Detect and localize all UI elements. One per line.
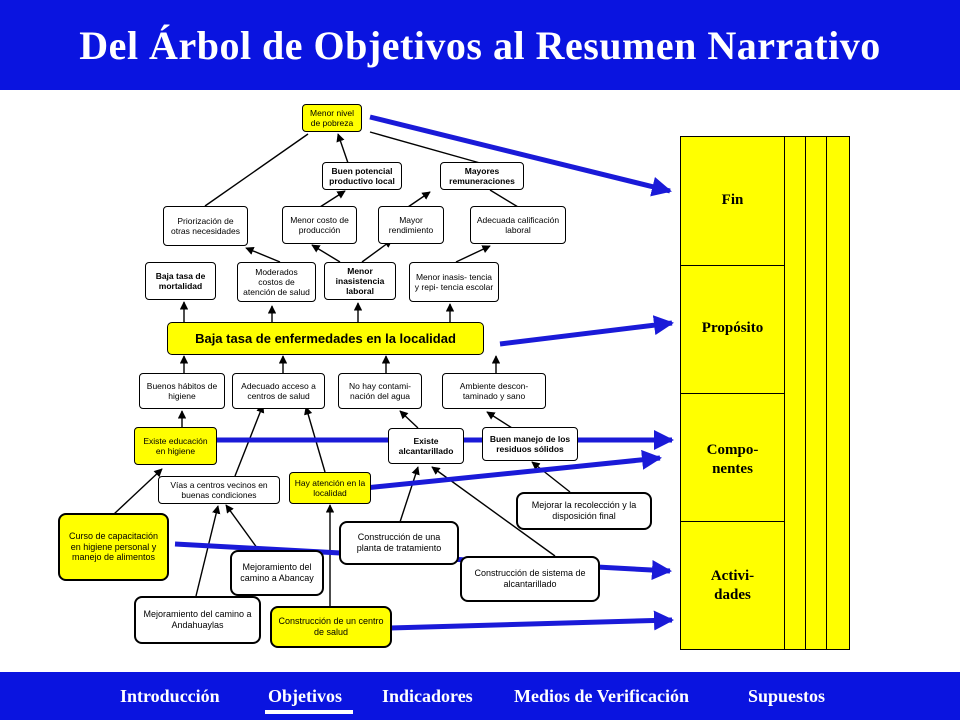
goal-buen-potencial: Buen potencial productivo local (322, 162, 402, 190)
link-line (195, 505, 221, 597)
activity-mejorar-recoleccion: Mejorar la recolección y la disposición … (516, 492, 652, 530)
link-line (319, 190, 346, 208)
goal-ambiente-descontaminado: Ambiente descon- taminado y sano (442, 373, 546, 409)
nav-objetivos[interactable]: Objetivos (268, 686, 342, 706)
component-existe-alcantarillado: Existe alcantarillado (388, 428, 464, 464)
activity-mejoramiento-andahuaylas: Mejoramiento del camino a Andahuaylas (134, 596, 261, 644)
nav-medios-verificacion[interactable]: Medios de Verificación (514, 686, 689, 706)
link-line (407, 191, 431, 208)
goal-priorizacion: Priorización de otras necesidades (163, 206, 248, 246)
matrix-column (784, 136, 806, 650)
activity-planta-tratamiento: Construcción de una planta de tratamient… (339, 521, 459, 565)
matrix-arrow-actividades-2 (389, 610, 674, 631)
goal-mayores-remuneraciones: Mayores remuneraciones (440, 162, 524, 190)
link-line (489, 189, 519, 208)
link-line (311, 244, 341, 263)
goal-baja-mortalidad: Baja tasa de mortalidad (145, 262, 216, 300)
matrix-arrow-fin (369, 114, 672, 197)
matrix-label-fin: Fin (721, 192, 744, 208)
component-existe-educacion: Existe educación en higiene (134, 427, 217, 465)
matrix-divider (680, 521, 785, 522)
matrix-arrow-proposito (499, 315, 674, 347)
page-title: Del Árbol de Objetivos al Resumen Narrat… (79, 22, 881, 68)
link-line (399, 466, 420, 523)
matrix-label-actividades-line1: Activi- (710, 568, 755, 584)
matrix-label-actividades-line2: dades (714, 587, 751, 603)
link-line (399, 410, 419, 429)
matrix-divider (680, 393, 785, 394)
matrix-column (826, 136, 850, 650)
link-line (245, 246, 281, 263)
matrix-column (805, 136, 827, 650)
component-buen-manejo: Buen manejo de los residuos sólidos (482, 427, 578, 461)
link-line (336, 133, 349, 164)
matrix-divider (680, 265, 785, 266)
matrix-arrow-componentes-2 (364, 449, 662, 491)
link-line (431, 466, 556, 557)
nav-supuestos[interactable]: Supuestos (748, 686, 826, 706)
link-line (369, 131, 481, 164)
goal-buenos-habitos: Buenos hábitos de higiene (139, 373, 225, 409)
logical-framework-matrix: Fin Propósito Compo- nentes Activi- dade… (680, 136, 850, 650)
link-line (455, 245, 491, 263)
matrix-label-proposito: Propósito (701, 320, 764, 336)
component-hay-atencion: Hay atención en la localidad (289, 472, 371, 504)
activity-centro-salud: Construcción de un centro de salud (270, 606, 392, 648)
nav-active-underline (265, 710, 353, 714)
goal-adecuada-calificacion: Adecuada calificación laboral (470, 206, 566, 244)
link-line (225, 504, 261, 553)
activity-curso-capacitacion: Curso de capacitación en higiene persona… (58, 513, 169, 581)
link-line (113, 468, 163, 515)
matrix-label-componentes-line1: Compo- (706, 442, 759, 458)
nav-introduccion[interactable]: Introducción (120, 686, 220, 706)
goal-proposito-baja-enfermedades: Baja tasa de enfermedades en la localida… (167, 322, 484, 355)
goal-moderados-costos: Moderados costos de atención de salud (237, 262, 316, 302)
goal-menor-pobreza: Menor nivel de pobreza (302, 104, 362, 132)
goal-menor-inasistencia-laboral: Menor inasistencia laboral (324, 262, 396, 300)
link-line (486, 411, 513, 429)
goal-no-contaminacion: No hay contami- nación del agua (338, 373, 422, 409)
matrix-label-componentes-line2: nentes (712, 461, 753, 477)
goal-adecuado-acceso: Adecuado acceso a centros de salud (232, 373, 325, 409)
link-line (531, 461, 571, 493)
goal-menor-costo: Menor costo de producción (282, 206, 357, 244)
component-vias-centros: Vías a centros vecinos en buenas condici… (158, 476, 280, 504)
goal-menor-inasistencia-escolar: Menor inasis- tencia y repi- tencia esco… (409, 262, 499, 302)
nav-indicadores[interactable]: Indicadores (382, 686, 473, 706)
title-bar: Del Árbol de Objetivos al Resumen Narrat… (0, 0, 960, 90)
footer-nav-bar (0, 672, 960, 720)
activity-mejoramiento-abancay: Mejoramiento del camino a Abancay (230, 550, 324, 596)
goal-mayor-rendimiento: Mayor rendimiento (378, 206, 444, 244)
link-line (204, 133, 309, 207)
activity-sistema-alcantarillado: Construcción de sistema de alcantarillad… (460, 556, 600, 602)
